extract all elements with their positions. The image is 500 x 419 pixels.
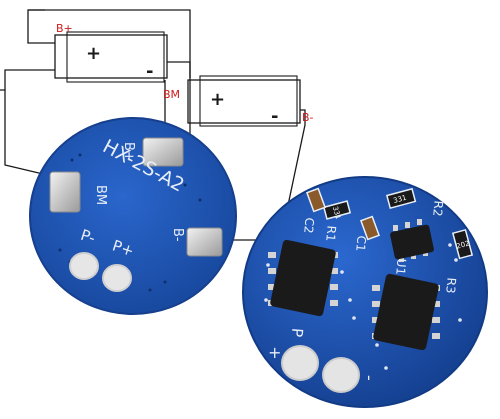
resistor-r1	[322, 200, 352, 220]
silk-minus: -	[360, 375, 379, 381]
pad-p-plus-hole	[102, 264, 132, 292]
mosfet-1	[268, 239, 338, 317]
battery-2-plus: +	[210, 89, 225, 110]
battery-1	[54, 31, 168, 83]
mosfet-2	[372, 273, 440, 351]
silk-b-plus: B+	[121, 142, 136, 162]
battery-1-minus: -	[146, 61, 153, 82]
resistor-r3	[451, 228, 474, 260]
board-back: 331 331 202 R1 C2 C1 R2 U1 R3 + P -	[242, 176, 488, 408]
resistor-code-1: 331	[331, 205, 342, 220]
label-bm: BM	[163, 88, 180, 101]
label-b-plus: B+	[56, 22, 73, 35]
silk-b-minus: B-	[170, 228, 185, 242]
pad-b-plus	[142, 137, 184, 167]
resistor-code-3: 202	[455, 239, 470, 250]
silk-plus: +	[268, 343, 281, 362]
resistor-r2	[385, 187, 417, 210]
silk-u1: U1	[393, 258, 408, 276]
silk-p-plus: P+	[110, 236, 136, 260]
resistor-code-2: 331	[392, 194, 407, 205]
capacitor-c2	[305, 187, 327, 213]
silk-p: P	[288, 327, 307, 338]
pad-bm	[49, 171, 81, 213]
silk-c2: C2	[301, 217, 316, 234]
silk-r1: R1	[323, 225, 338, 242]
silk-r3: R3	[443, 277, 458, 294]
ic-u1	[390, 219, 434, 262]
pad-p-minus-hole	[69, 252, 99, 280]
silk-c1: C1	[353, 235, 368, 252]
label-b-minus: B-	[302, 111, 314, 124]
capacitor-c1	[359, 215, 381, 241]
pad-minus-hole	[322, 357, 360, 393]
pad-b-minus	[186, 227, 223, 257]
pad-plus-hole	[281, 345, 319, 381]
battery-2	[187, 75, 301, 127]
wire-outer-left	[0, 69, 55, 91]
wire-bm	[167, 61, 191, 78]
silk-r2: R2	[430, 200, 445, 217]
battery-2-minus: -	[271, 106, 278, 127]
board-front: HX-2S-A2 B+ BM B- P- P+	[29, 117, 237, 315]
battery-1-plus: +	[86, 43, 101, 64]
silk-bm: BM	[93, 185, 108, 205]
silk-p-minus: P-	[78, 226, 97, 247]
